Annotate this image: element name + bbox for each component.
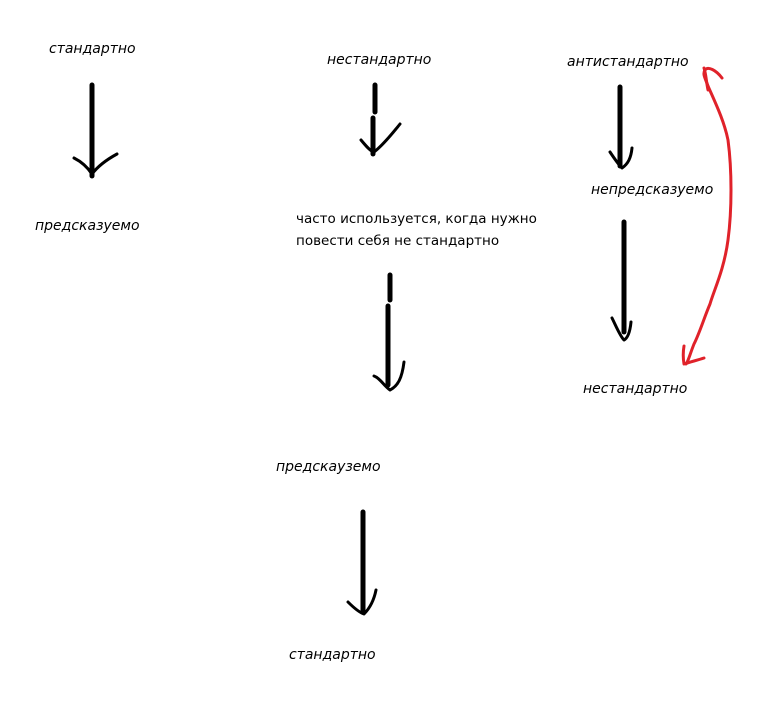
col1-top-label: стандартно — [49, 41, 136, 57]
col2-middle-label-line1: часто используется, когда нужно — [296, 211, 537, 227]
col3-middle-label: непредсказуемо — [591, 182, 714, 198]
col3-bottom-label: нестандартно — [583, 381, 688, 397]
arrow-col2-top — [359, 82, 402, 157]
col2-bottom-label: стандартно — [289, 647, 376, 663]
col2-lower-label: предскауземо — [276, 459, 381, 475]
col3-top-label: антистандартно — [567, 54, 689, 70]
arrow-col3-bottom — [610, 219, 633, 342]
col2-top-label: нестандартно — [327, 52, 432, 68]
col2-middle-label-line2: повести себя не стандартно — [296, 233, 500, 249]
arrow-col2-middle — [372, 272, 406, 392]
arrow-col3-top — [608, 84, 634, 170]
arrow-col1 — [72, 82, 119, 179]
arrow-col2-bottom — [346, 509, 378, 616]
col1-bottom-label: предсказуемо — [35, 218, 140, 234]
red-loop-arrow — [681, 66, 733, 366]
